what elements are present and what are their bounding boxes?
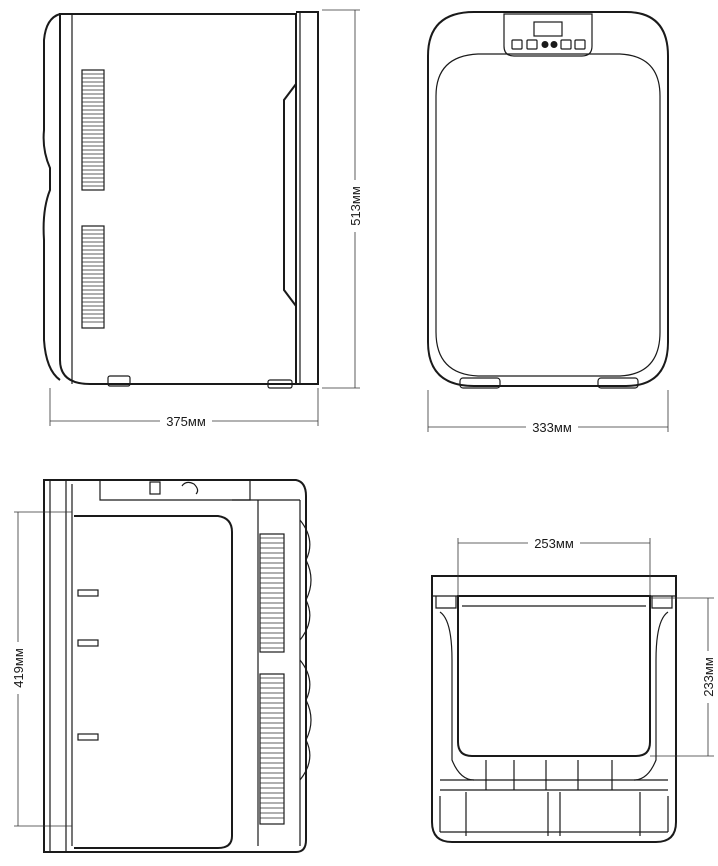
section-side-view (14, 479, 312, 853)
inner-width-label: 253мм (534, 536, 574, 551)
side-view (42, 9, 360, 426)
front-width-label: 333мм (532, 420, 572, 435)
inner-depth-label: 233мм (701, 657, 716, 697)
side-depth-label: 375мм (166, 414, 206, 429)
side-height-label: 513мм (348, 186, 363, 226)
inner-height-label: 419мм (11, 648, 26, 688)
section-front-view (431, 538, 714, 843)
front-view (427, 11, 669, 432)
